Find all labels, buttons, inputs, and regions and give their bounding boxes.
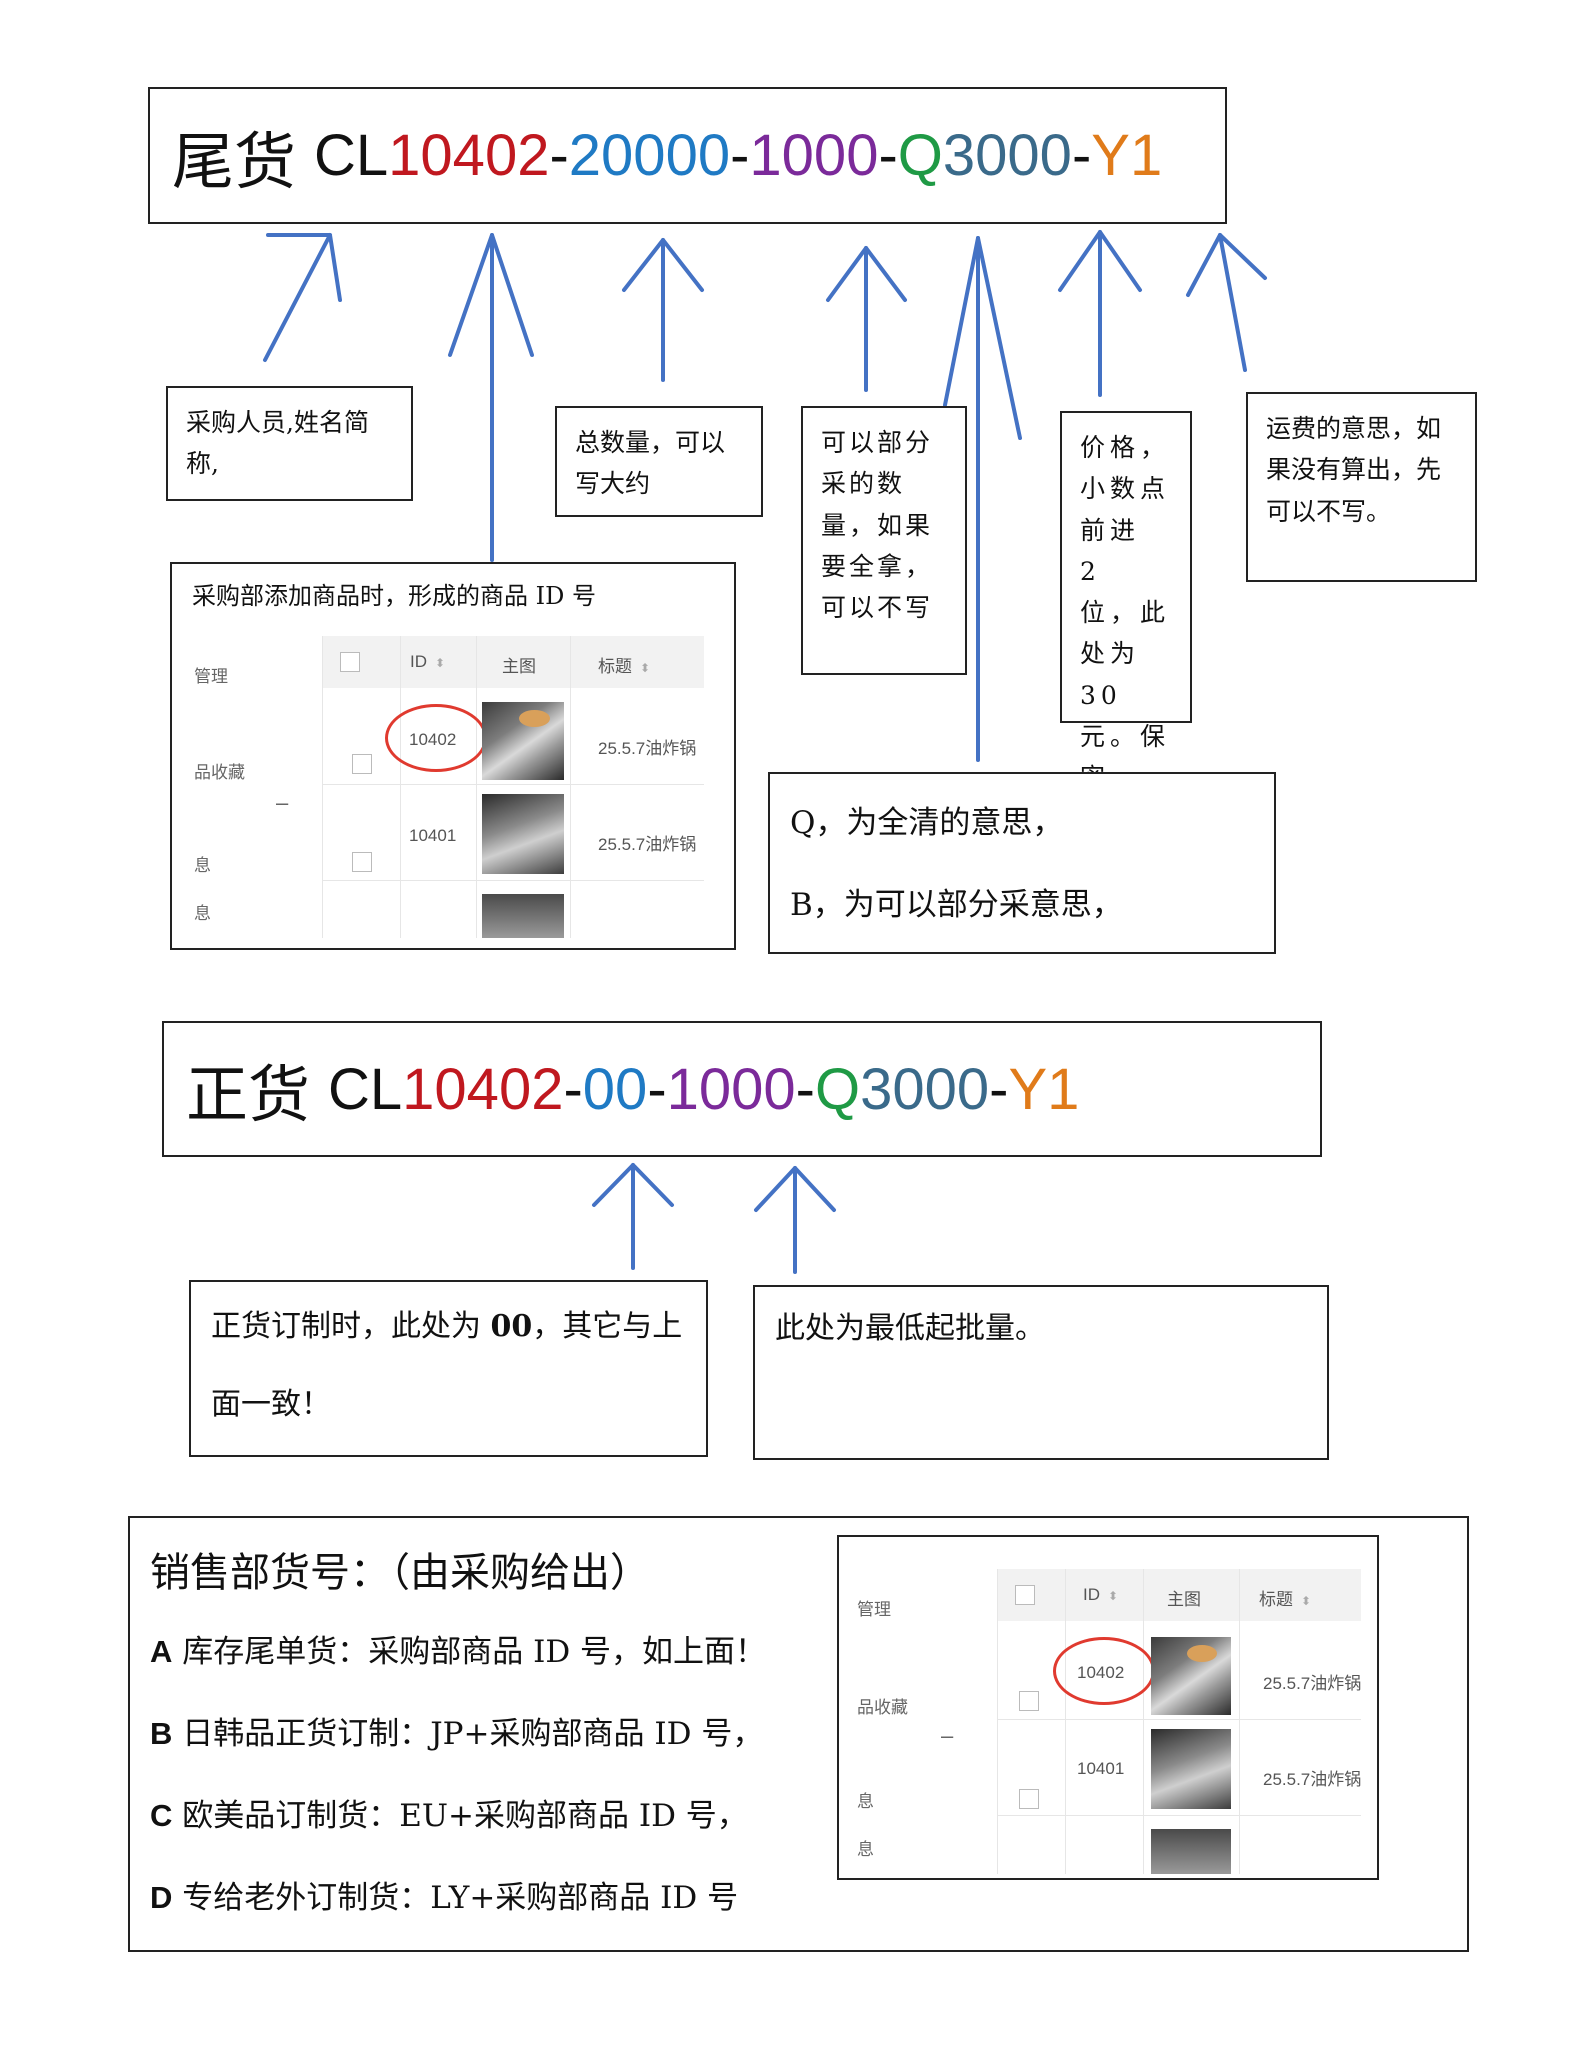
header-id[interactable]: ID⬍ <box>410 652 446 671</box>
code-segment: - <box>1071 123 1092 188</box>
admin-table-mock-2: 管理 品收藏 – 息 息 ID⬍ 主图 标题⬍ 10402 25.5. <box>839 1537 1377 1878</box>
tail-code-box: 尾货 CL10402-20000-1000-Q3000-Y1 <box>148 87 1227 224</box>
note-price: 价格，小数点前进 2 位，此处为 30 元。保密 <box>1060 411 1192 792</box>
code-segment: CL <box>314 123 389 188</box>
row-id: 10401 <box>409 826 457 845</box>
code-segment: CL <box>328 1056 403 1122</box>
header-title[interactable]: 标题⬍ <box>598 657 651 676</box>
row-id: 10401 <box>1077 1759 1125 1778</box>
product-thumbnail <box>1151 1637 1231 1715</box>
row-title: 25.5.7油炸锅 <box>1263 1674 1361 1693</box>
sort-icon: ⬍ <box>1301 1594 1312 1608</box>
code-segment: 10402 <box>388 123 550 188</box>
code-segment: - <box>549 123 569 188</box>
arrow-product-id <box>448 233 534 562</box>
select-all-checkbox[interactable] <box>340 652 360 672</box>
code-segment: - <box>795 1056 815 1122</box>
sort-icon: ⬍ <box>435 656 446 670</box>
product-thumbnail <box>1151 1729 1231 1809</box>
row-checkbox[interactable] <box>1019 1789 1039 1809</box>
code-segment: 1000 <box>749 123 879 188</box>
admin-table-mock-2-frame: 管理 品收藏 – 息 息 ID⬍ 主图 标题⬍ 10402 25.5. <box>837 1535 1379 1880</box>
row-checkbox[interactable] <box>352 852 372 872</box>
q-b-legend: Q，为全清的意思， B，为可以部分采意思， <box>768 772 1276 954</box>
product-id-caption: 采购部添加商品时，形成的商品 ID 号 <box>192 582 596 610</box>
code-segment: 00 <box>582 1056 648 1122</box>
side-label-info-1: 息 <box>857 1792 874 1811</box>
table-header: ID⬍ 主图 标题⬍ <box>997 1569 1361 1621</box>
code-segment: Y1 <box>1008 1056 1080 1122</box>
code-segment: - <box>730 123 750 188</box>
code-segment: 3000 <box>860 1056 990 1122</box>
arrow-buyer <box>263 233 342 362</box>
row-title: 25.5.7油炸锅 <box>1263 1770 1361 1789</box>
code-segment: - <box>563 1056 583 1122</box>
note-partial-qty: 可以部分采的数量，如果要全拿，可以不写 <box>801 406 967 675</box>
product-thumbnail <box>482 794 564 874</box>
product-thumbnail <box>482 702 564 780</box>
side-label-favorites: 品收藏 <box>194 763 245 782</box>
code-segment: 3000 <box>942 123 1072 188</box>
product-thumbnail <box>482 894 564 938</box>
side-label-info-2: 息 <box>857 1840 874 1859</box>
row-title: 25.5.7油炸锅 <box>598 835 697 854</box>
code-segment: - <box>989 1056 1009 1122</box>
row-checkbox[interactable] <box>1019 1691 1039 1711</box>
arrow-partial-qty <box>826 246 907 392</box>
side-label-favorites: 品收藏 <box>857 1698 908 1717</box>
header-title[interactable]: 标题⬍ <box>1259 1590 1312 1609</box>
sales-codes-box: 销售部货号：（由采购给出） A 库存尾单货：采购部商品 ID 号，如上面！ B … <box>128 1516 1469 1952</box>
sales-line-b: B 日韩品正货订制：JP+采购部商品 ID 号， <box>150 1716 764 1752</box>
row-checkbox[interactable] <box>352 754 372 774</box>
sort-icon: ⬍ <box>640 661 651 675</box>
arrow-total-qty <box>622 238 704 382</box>
note-custom-order: 正货订制时，此处为 00，其它与上面一致！ <box>189 1280 708 1457</box>
note-total-qty: 总数量，可以写大约 <box>555 406 763 517</box>
sales-line-d: D 专给老外订制货：LY+采购部商品 ID 号 <box>150 1880 739 1916</box>
header-image: 主图 <box>502 657 536 676</box>
product-thumbnail <box>1151 1829 1231 1874</box>
b-definition: B，为可以部分采意思， <box>790 887 1123 924</box>
tail-code-segments: CL10402-20000-1000-Q3000-Y1 <box>314 122 1162 189</box>
code-segment: 10402 <box>402 1056 564 1122</box>
code-segment: Y1 <box>1091 123 1163 188</box>
side-label-info-2: 息 <box>194 904 211 923</box>
sales-line-c: C 欧美品订制货：EU+采购部商品 ID 号， <box>150 1798 748 1834</box>
sales-title: 销售部货号：（由采购给出） <box>150 1550 650 1596</box>
code-segment: - <box>647 1056 667 1122</box>
genuine-code-segments: CL10402-00-1000-Q3000-Y1 <box>328 1056 1079 1123</box>
table-header: ID⬍ 主图 标题⬍ <box>322 636 704 688</box>
note-min-batch: 此处为最低起批量。 <box>753 1285 1329 1460</box>
code-segment: 20000 <box>568 123 731 188</box>
header-id[interactable]: ID⬍ <box>1083 1585 1119 1604</box>
genuine-code-box: 正货 CL10402-00-1000-Q3000-Y1 <box>162 1021 1322 1157</box>
q-definition: Q，为全清的意思， <box>790 805 1064 841</box>
genuine-code-title: 正货 <box>186 1058 311 1131</box>
admin-table-mock-1: 管理 品收藏 – 息 息 ID⬍ 主图 标题⬍ 10402 25.5.7油炸锅 … <box>172 564 734 948</box>
side-label-manage: 管理 <box>194 667 228 686</box>
side-dash: – <box>941 1723 954 1748</box>
product-id-panel: 采购部添加商品时，形成的商品 ID 号 管理 品收藏 – 息 息 ID⬍ 主图 … <box>170 562 736 950</box>
sales-line-a: A 库存尾单货：采购部商品 ID 号，如上面！ <box>150 1634 767 1670</box>
select-all-checkbox[interactable] <box>1015 1585 1035 1605</box>
tail-code-title: 尾货 <box>172 124 297 198</box>
arrow-custom-00 <box>592 1163 674 1270</box>
highlight-ring <box>1053 1637 1155 1705</box>
code-segment: 1000 <box>666 1056 796 1122</box>
code-segment: - <box>878 123 898 188</box>
side-dash: – <box>276 790 289 815</box>
arrow-freight <box>1186 233 1267 372</box>
row-title: 25.5.7油炸锅 <box>598 739 697 758</box>
header-image: 主图 <box>1167 1590 1201 1609</box>
note-freight: 运费的意思，如果没有算出，先可以不写。 <box>1246 392 1477 582</box>
arrow-min-batch <box>754 1166 836 1274</box>
code-segment: Q <box>897 123 943 188</box>
side-label-info-1: 息 <box>194 856 211 875</box>
side-label-manage: 管理 <box>857 1600 891 1619</box>
sort-icon: ⬍ <box>1108 1589 1119 1603</box>
note-buyer: 采购人员,姓名简称, <box>166 386 413 501</box>
code-segment: Q <box>815 1056 861 1122</box>
arrow-price <box>1058 230 1142 397</box>
highlight-ring <box>385 704 487 772</box>
